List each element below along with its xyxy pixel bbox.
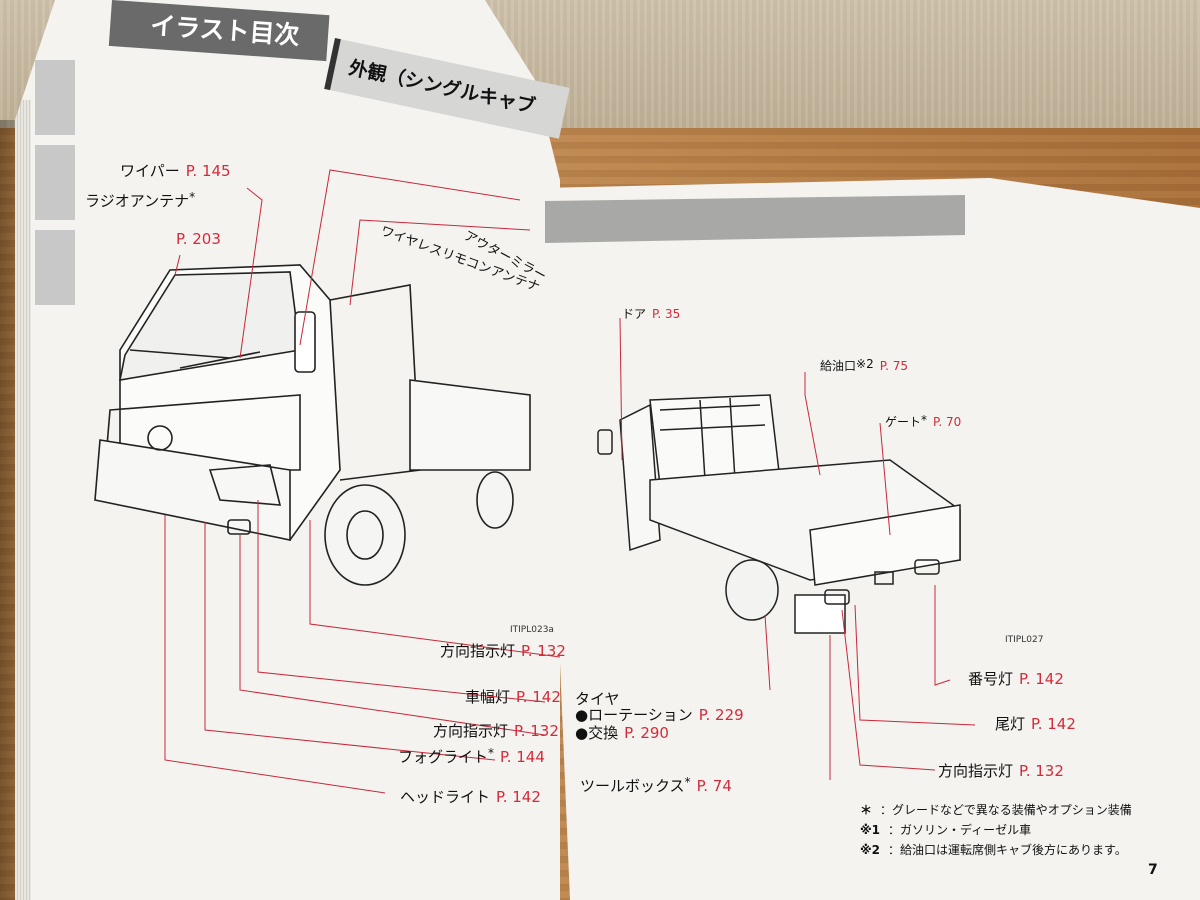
side-tabs bbox=[35, 60, 75, 315]
page-edge bbox=[15, 100, 31, 900]
page-number: 7 bbox=[1148, 862, 1158, 878]
right-header-bar bbox=[545, 195, 965, 243]
leader-lines bbox=[164, 169, 976, 794]
callout-toolbox: ツールボックス*P. 74 bbox=[580, 775, 732, 795]
front-truck-illustration bbox=[94, 264, 531, 586]
legend-item: ※1：ガソリン・ディーゼル車 bbox=[860, 823, 1032, 837]
legend-item: ＊：グレードなどで異なる装備やオプション装備 bbox=[860, 803, 1132, 817]
callout-radio-antenna: ラジオアンテナ* bbox=[85, 190, 196, 210]
legend: ＊：グレードなどで異なる装備やオプション装備 ※1：ガソリン・ディーゼル車 ※2… bbox=[860, 800, 1132, 860]
callout-fog-light: フォグライト*P. 144 bbox=[398, 746, 545, 766]
callout-radio-antenna-page: P. 203 bbox=[176, 230, 221, 248]
legend-item: ※2：給油口は運転席側キャブ後方にあります。 bbox=[860, 843, 1127, 857]
image-code-left: ITIPL023a bbox=[510, 625, 554, 635]
image-code-right: ITIPL027 bbox=[1005, 635, 1044, 645]
rear-truck-illustration bbox=[597, 394, 961, 634]
callout-tire: タイヤ bbox=[575, 690, 620, 708]
callout-gate: ゲート*P. 70 bbox=[885, 413, 962, 429]
